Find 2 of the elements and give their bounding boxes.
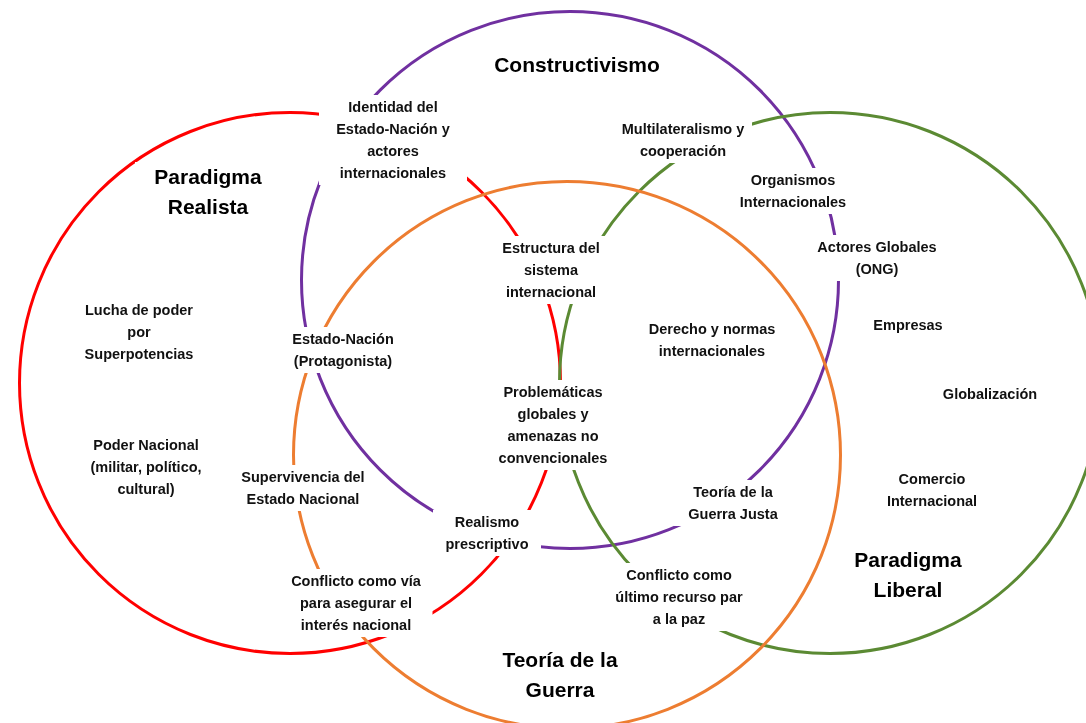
concept-label: Realismo prescriptivo [433,510,541,556]
concept-label: Identidad del Estado-Nación y actores internacionales [319,95,467,185]
